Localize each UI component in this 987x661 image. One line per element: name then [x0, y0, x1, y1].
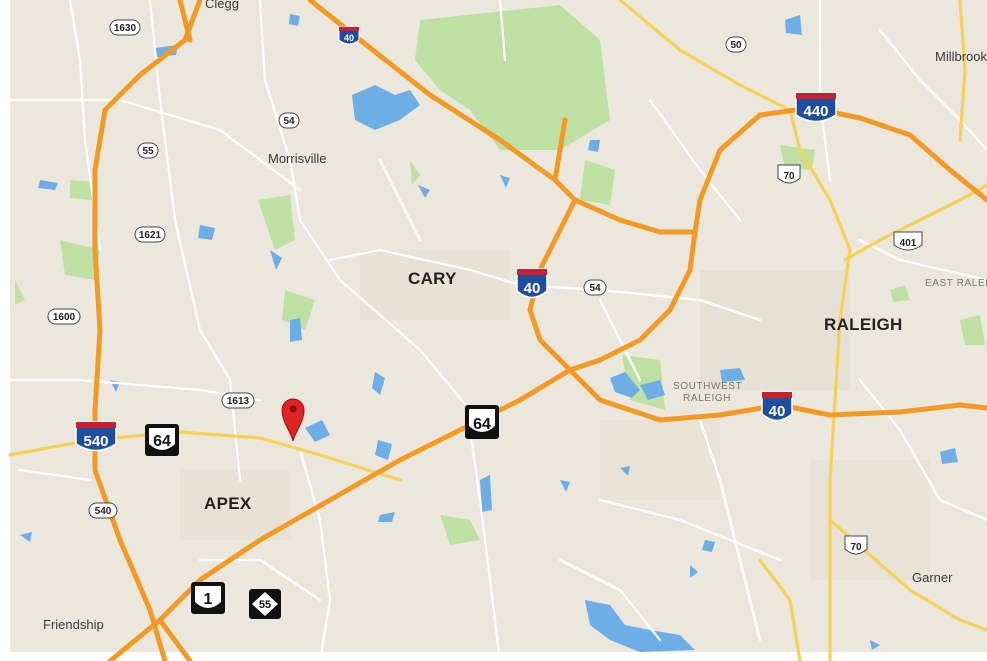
svg-text:1: 1	[204, 591, 213, 608]
label-east-raleigh: EAST RALEIG	[925, 278, 987, 289]
route-shield-1600: 1600	[47, 308, 81, 325]
us-route-shield-70-north: 70	[777, 164, 801, 184]
us-route-shield-1: 1	[191, 582, 225, 614]
svg-text:401: 401	[900, 238, 917, 249]
label-raleigh: RALEIGH	[824, 315, 903, 334]
label-millbrook: Millbrook	[935, 49, 987, 64]
us-primary-shields: 64 64 1 55	[145, 405, 499, 619]
svg-text:70: 70	[850, 542, 862, 553]
lakes	[20, 14, 958, 652]
svg-text:1621: 1621	[139, 230, 162, 241]
svg-text:54: 54	[589, 283, 601, 294]
label-garner: Garner	[912, 570, 953, 585]
route-shield-1621: 1621	[134, 226, 166, 243]
svg-text:40: 40	[524, 280, 541, 297]
interstate-shield-440: 440	[795, 92, 837, 123]
svg-text:50: 50	[730, 40, 742, 51]
label-friendship: Friendship	[43, 617, 104, 632]
svg-text:64: 64	[473, 416, 491, 433]
svg-text:64: 64	[153, 433, 171, 450]
svg-text:1600: 1600	[53, 312, 76, 323]
us-route-shield-64-east: 64	[465, 405, 499, 439]
urban-areas	[180, 250, 930, 580]
place-labels: Clegg Millbrook Morrisville CARY RALEIGH…	[43, 0, 987, 632]
svg-text:55: 55	[142, 146, 154, 157]
us-route-shield-64-west: 64	[145, 424, 179, 456]
svg-text:540: 540	[95, 506, 112, 517]
interstate-shield-540: 540	[75, 421, 117, 452]
route-shield-54-cary: 54	[583, 279, 607, 296]
us-route-shield-401: 401	[893, 231, 923, 251]
route-shield-1613: 1613	[221, 392, 255, 409]
route-oval-shields: 1630 50 54 55 1621 1600 1613 540	[47, 19, 747, 519]
route-shield-55-west: 55	[137, 142, 159, 159]
us-route-shields: 70 401 70	[777, 164, 923, 555]
route-shield-50: 50	[725, 36, 747, 53]
interstate-shield-40-raleigh: 40	[761, 391, 793, 422]
route-shield-540-small: 540	[88, 502, 118, 519]
svg-text:1613: 1613	[227, 396, 250, 407]
label-southwest-raleigh-line2: RALEIGH	[683, 393, 731, 404]
label-apex: APEX	[204, 494, 252, 513]
map-pin-icon[interactable]	[281, 398, 305, 442]
parks	[15, 5, 985, 545]
svg-text:70: 70	[783, 171, 795, 182]
label-southwest-raleigh-line1: SOUTHWEST	[673, 381, 742, 392]
svg-text:40: 40	[344, 33, 354, 43]
svg-text:440: 440	[803, 103, 828, 120]
svg-text:55: 55	[259, 599, 271, 611]
route-shield-1630: 1630	[109, 19, 141, 36]
us-route-shield-70-south: 70	[844, 535, 868, 555]
label-morrisville: Morrisville	[268, 151, 327, 166]
route-shield-54-north: 54	[278, 112, 300, 129]
label-clegg: Clegg	[205, 0, 239, 11]
svg-text:54: 54	[283, 116, 295, 127]
label-cary: CARY	[408, 269, 457, 288]
svg-text:1630: 1630	[114, 23, 137, 34]
svg-text:540: 540	[83, 433, 108, 450]
interstate-shield-40-cary: 40	[516, 268, 548, 299]
nc-route-shield-55: 55	[249, 589, 281, 619]
interstate-shield-40-top: 40	[338, 26, 360, 45]
svg-text:40: 40	[769, 403, 786, 420]
interstate-shields: 40 440 40 40 540	[75, 26, 837, 452]
freeways	[92, 0, 987, 661]
